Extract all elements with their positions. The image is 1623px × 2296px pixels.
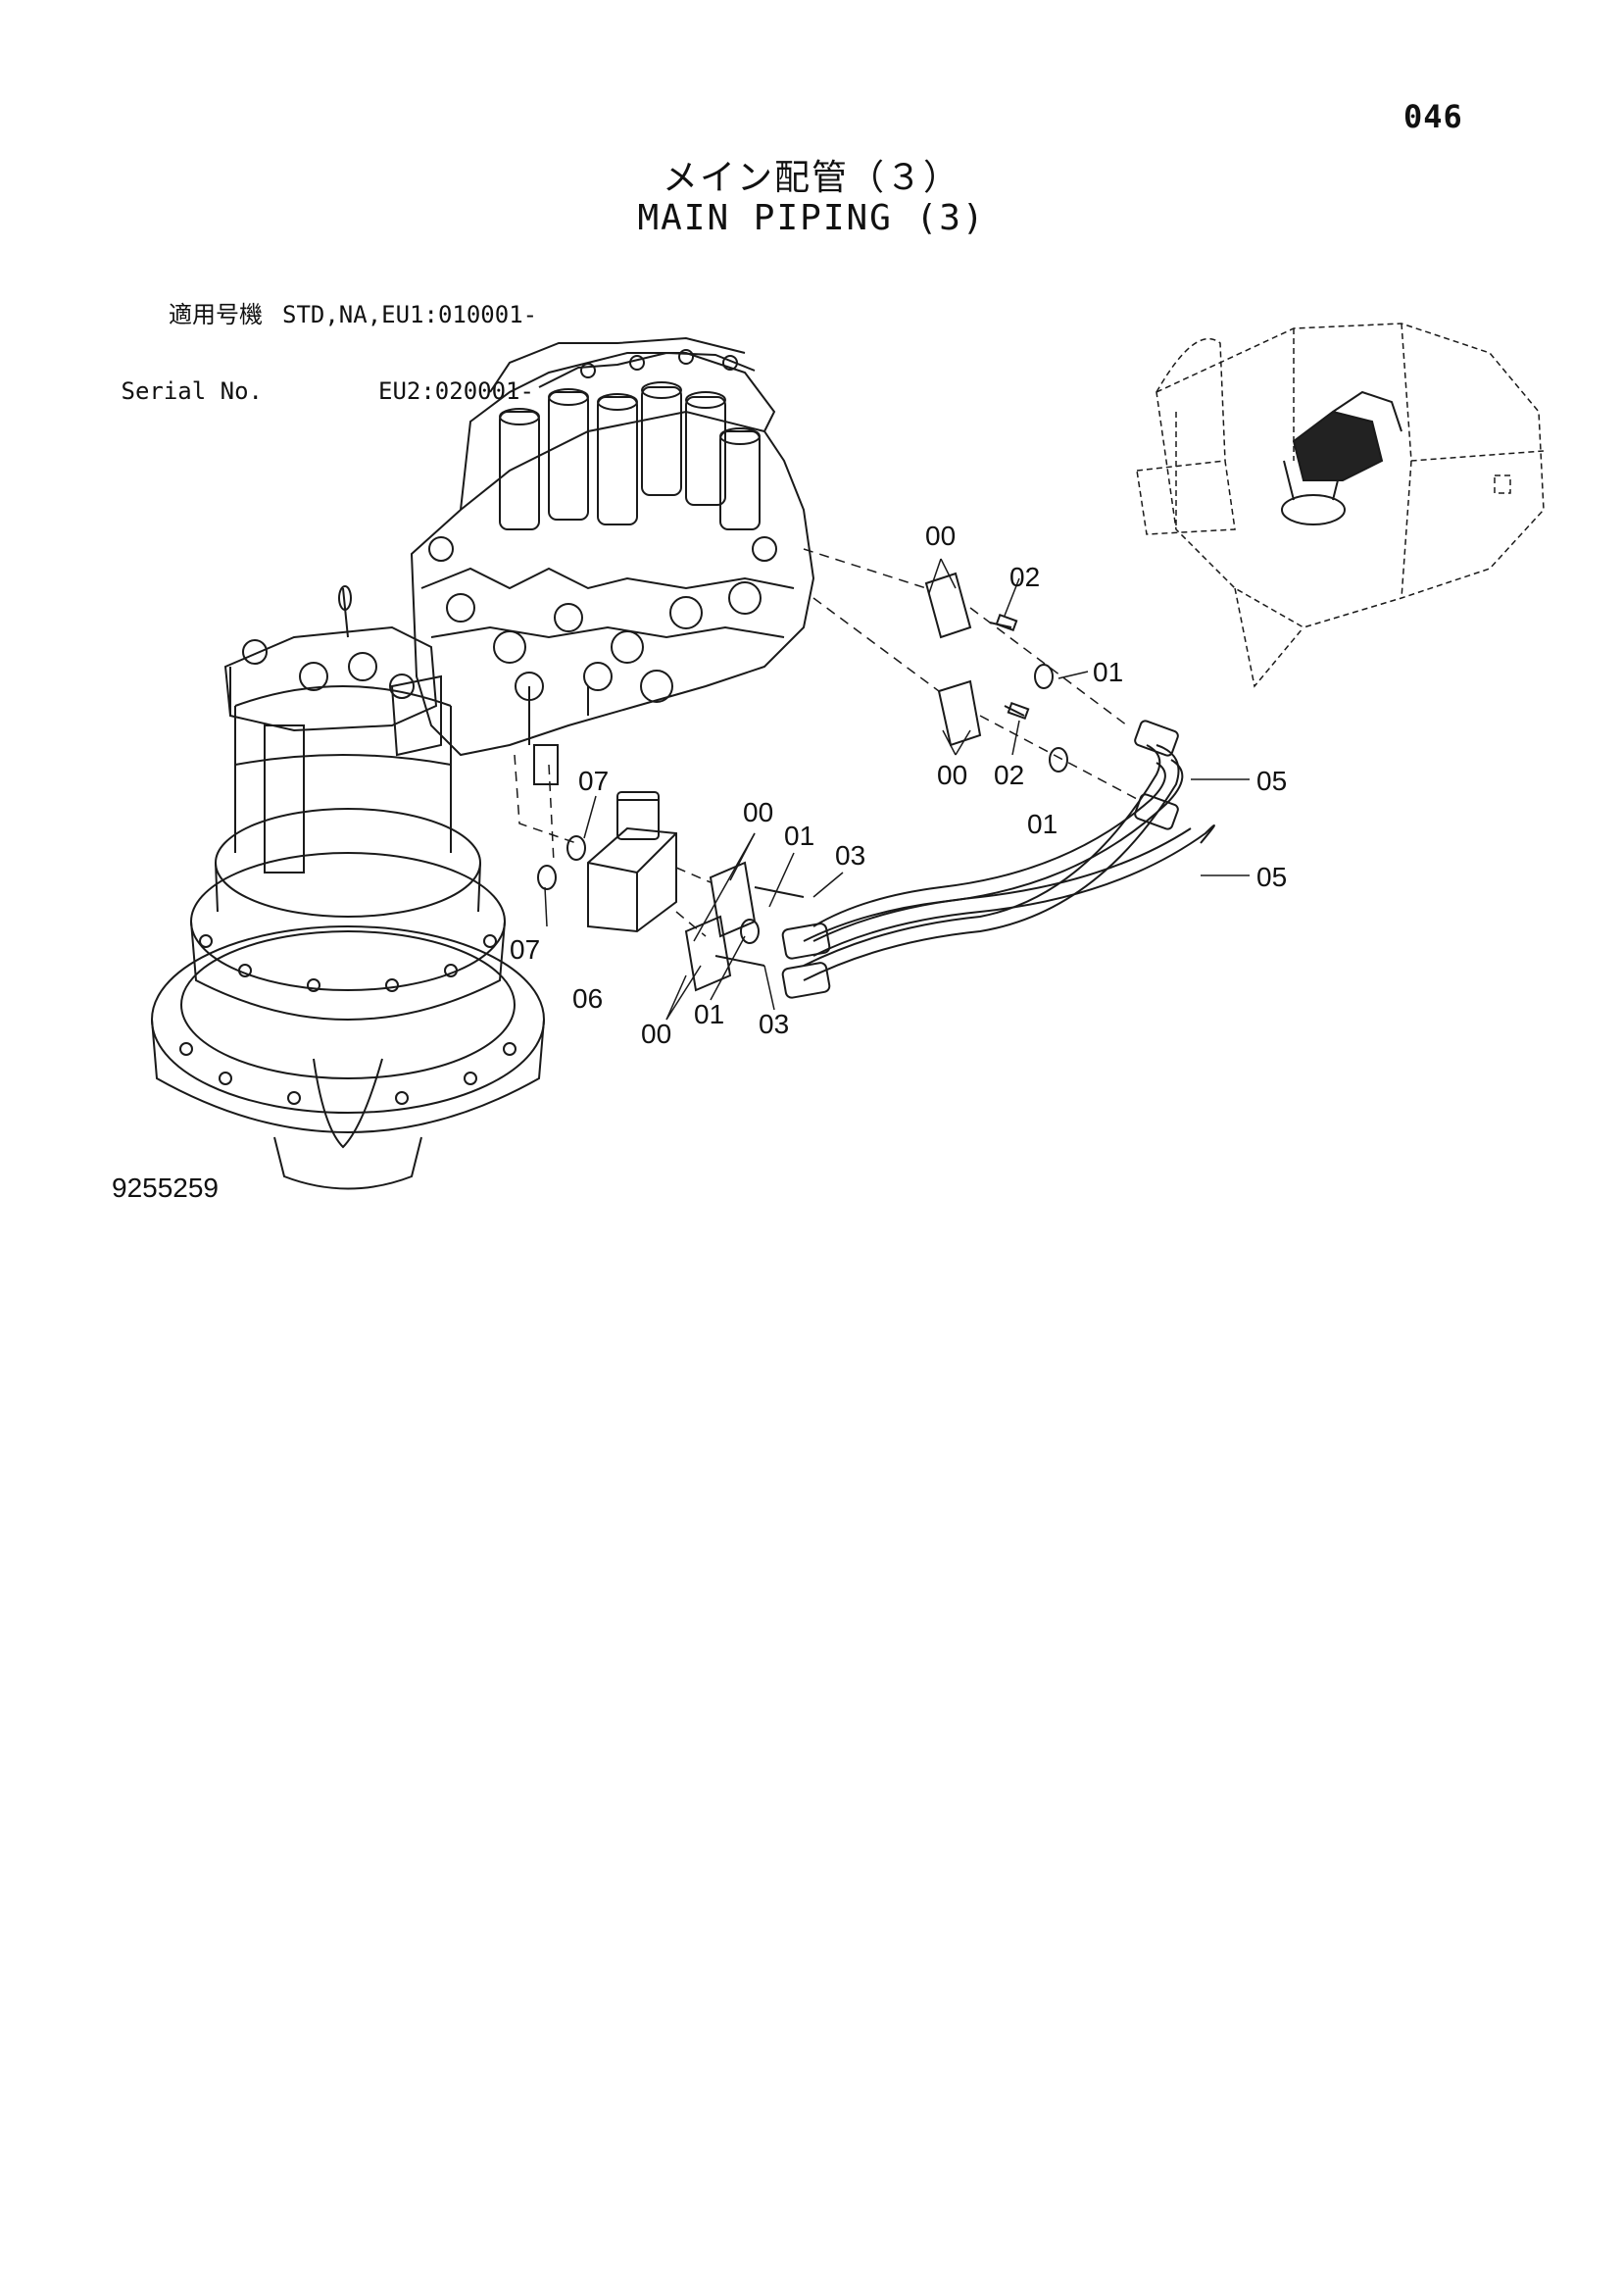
hose-assembly-05	[781, 720, 1215, 999]
part-06-block	[587, 791, 677, 933]
callout-label: 05	[1256, 862, 1287, 892]
callout-label: 02	[994, 760, 1024, 790]
serial-number-block: 適用号機 STD,NA,EU1:010001- Serial No. EU2:0…	[116, 251, 538, 429]
page-title-english: MAIN PIPING (3)	[637, 198, 986, 238]
callout-label: 00	[925, 521, 956, 551]
page-number: 046	[1403, 98, 1463, 135]
callout-label: 01	[1093, 657, 1123, 687]
callout-labels: 00 02 01 00 02 01 05 05 07 07 06 00 01 0…	[510, 521, 1287, 1049]
serial-label-japanese: 適用号機	[169, 301, 263, 328]
callout-label: 05	[1256, 766, 1287, 796]
callout-label: 06	[572, 983, 603, 1014]
figure-code: 9255259	[112, 1173, 220, 1203]
callout-label: 03	[835, 840, 865, 871]
page-title-japanese: メイン配管（３）	[662, 158, 960, 198]
serial-label-english: Serial No.	[121, 377, 264, 405]
serial-range-1: STD,NA,EU1:010001-	[282, 301, 538, 328]
callout-label: 01	[784, 821, 814, 851]
machine-location-illustration	[1136, 323, 1545, 688]
callout-label: 07	[510, 934, 540, 965]
serial-range-2: EU2:020001-	[378, 377, 534, 405]
highlighted-swing-motor-location	[1281, 390, 1402, 525]
assembly-guide-lines	[514, 548, 1138, 937]
swing-motor-illustration	[151, 585, 545, 1190]
callout-label: 00	[937, 760, 967, 790]
callout-label: 00	[641, 1019, 671, 1049]
fittings	[537, 572, 1068, 992]
control-valve-illustration	[410, 336, 815, 785]
callout-label: 00	[743, 797, 773, 827]
callout-label: 02	[1009, 562, 1040, 592]
callout-label: 03	[759, 1009, 789, 1039]
callout-label: 07	[578, 766, 609, 796]
callout-label: 01	[694, 999, 724, 1029]
callout-leaders	[544, 558, 1250, 1021]
callout-label: 01	[1027, 809, 1057, 839]
